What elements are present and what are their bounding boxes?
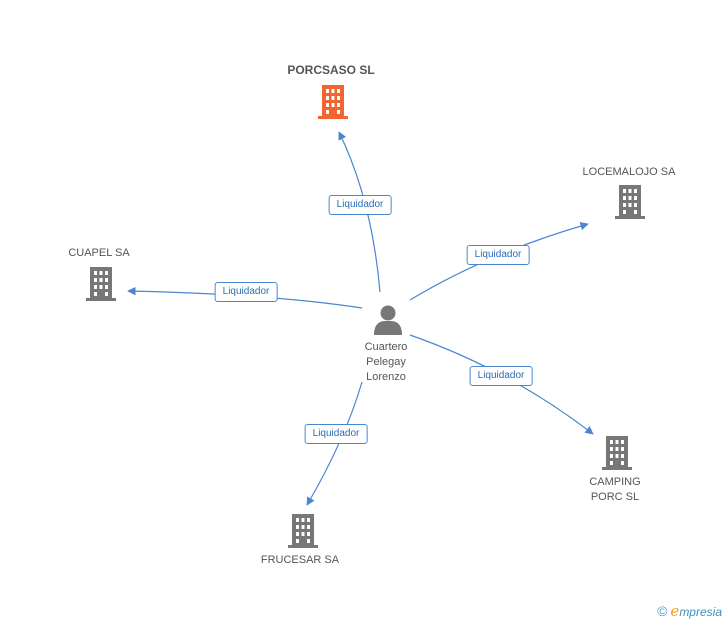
edge-label-locemalojo: Liquidador [466,245,530,265]
company-name-locemalojo[interactable]: LOCEMALOJO SA [582,166,676,178]
building-icon[interactable] [318,85,348,119]
company-name-camping[interactable]: CAMPING PORC SL [589,475,640,505]
person-name-line: Lorenzo [366,371,406,383]
person-name-line: Cuartero [364,341,408,353]
company-name-porcsaso[interactable]: PORCSASO SL [287,63,375,77]
brand-name: mpresia [679,605,722,619]
building-icon[interactable] [288,514,318,548]
edge-label-cuapel: Liquidador [214,282,278,302]
building-icon[interactable] [615,185,645,219]
company-name-line: CAMPING [589,476,641,488]
brand-logo: ©empresia [657,602,722,620]
brand-e-letter: e [670,602,680,620]
edge-label-frucesar: Liquidador [304,424,368,444]
edge-label-porcsaso: Liquidador [328,195,392,215]
building-icon[interactable] [86,267,116,301]
person-icon[interactable] [374,305,402,336]
company-name-line: PORC SL [590,491,640,503]
company-name-cuapel[interactable]: CUAPEL SA [68,247,130,259]
edge-label-camping: Liquidador [469,366,533,386]
company-name-frucesar[interactable]: FRUCESAR SA [260,554,340,566]
person-name-line: Pelegay [366,356,406,368]
copyright-icon: © [657,603,668,619]
building-icon[interactable] [602,436,632,470]
person-name[interactable]: Cuartero Pelegay Lorenzo [365,340,408,385]
